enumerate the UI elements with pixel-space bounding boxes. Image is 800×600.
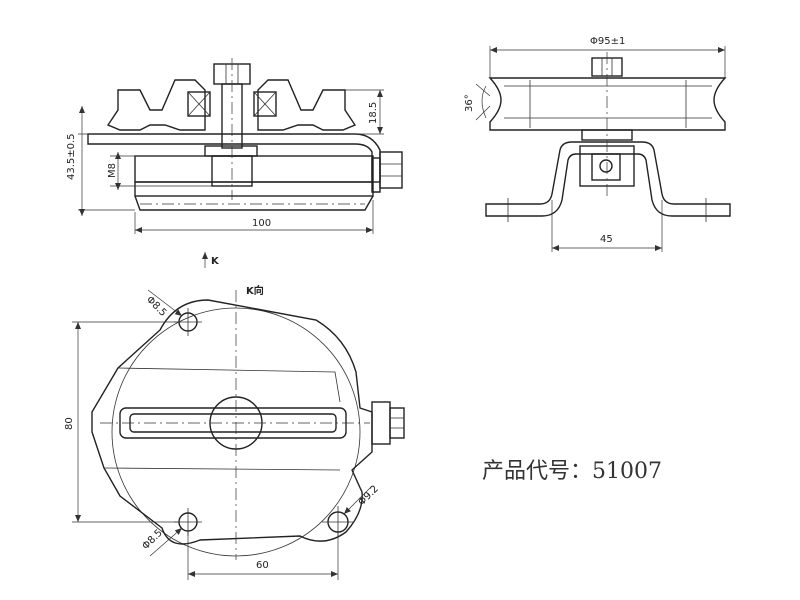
dim-height-total: 43.5±0.5	[66, 133, 77, 180]
side-view: Φ95±1 36° 45	[464, 36, 731, 252]
product-code: 产品代号：51007	[482, 459, 662, 484]
k-view-label: K向	[246, 284, 264, 297]
dim-plate-height: 80	[64, 417, 75, 430]
dim-diameter: Φ95±1	[590, 36, 625, 47]
dim-thread: M8	[107, 163, 118, 178]
k-view: K向 Φ8.5 Φ8.5 Φ9.2	[64, 284, 405, 580]
dim-hole-pitch: 60	[256, 560, 269, 571]
dim-base-length: 100	[252, 218, 271, 229]
dim-bracket-span: 45	[600, 234, 613, 245]
dim-groove-depth: 18.5	[368, 102, 379, 124]
dim-hole-top: Φ8.5	[144, 294, 169, 319]
k-arrow-label: K	[211, 256, 220, 267]
section-view: 43.5±0.5 M8 18.5 100 K	[66, 58, 403, 268]
dim-angle: 36°	[464, 94, 475, 112]
